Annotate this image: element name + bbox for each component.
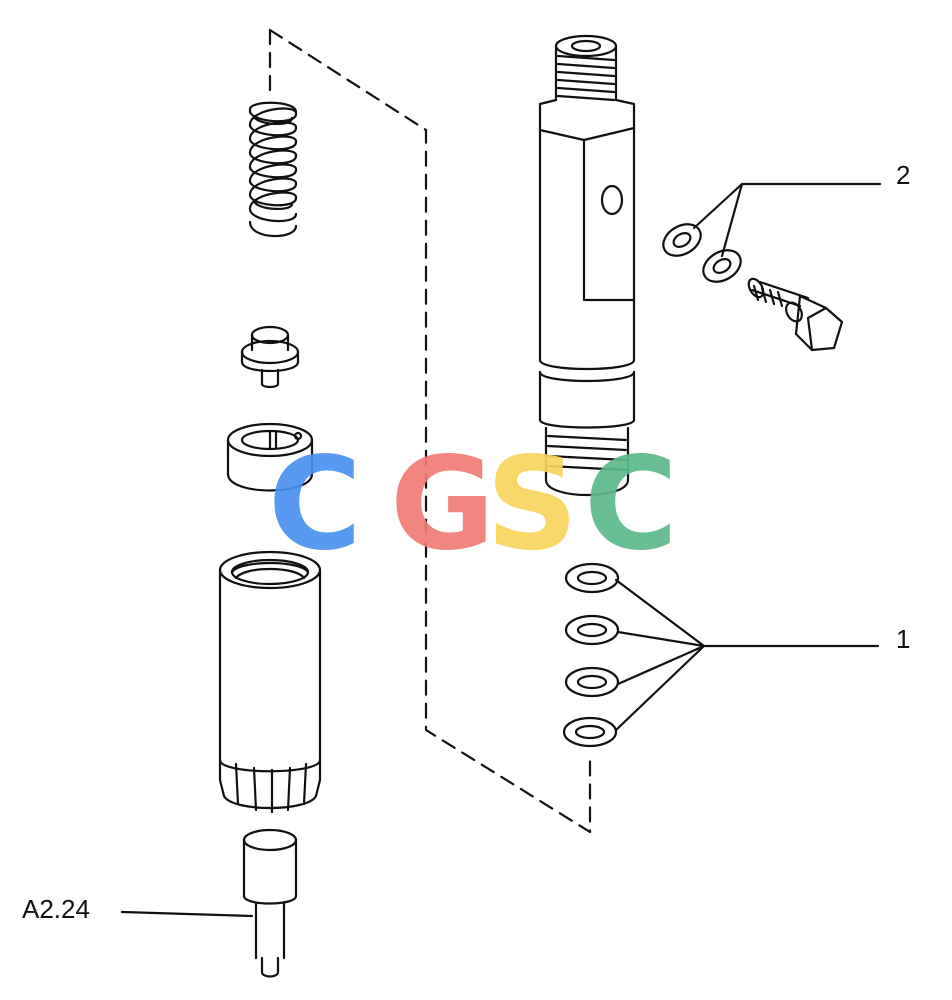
- spacer-disc: [226, 422, 314, 492]
- leader-line-ref: [120, 910, 254, 918]
- watermark-letter-g: G: [390, 430, 495, 579]
- injector-body: [538, 34, 636, 497]
- spring-seat: [240, 325, 300, 389]
- banjo-washers: [662, 223, 742, 283]
- nozzle-nut: [218, 550, 322, 814]
- watermark-letter-c2: C: [584, 430, 678, 579]
- watermark: C G S C: [268, 430, 678, 579]
- callout-2: 2: [896, 160, 911, 190]
- watermark-letter-s: S: [486, 430, 578, 579]
- watermark-letter-c1: C: [268, 430, 362, 579]
- assembly-dashed-line: [268, 28, 592, 834]
- banjo-bolt: [747, 277, 844, 352]
- leader-line-1: [614, 578, 880, 732]
- seat-washers: [562, 562, 620, 748]
- nozzle: [242, 828, 298, 978]
- callout-reference: A2.24: [22, 894, 90, 924]
- spring: [248, 101, 298, 238]
- leader-line-2: [692, 182, 882, 258]
- callout-1: 1: [896, 624, 911, 654]
